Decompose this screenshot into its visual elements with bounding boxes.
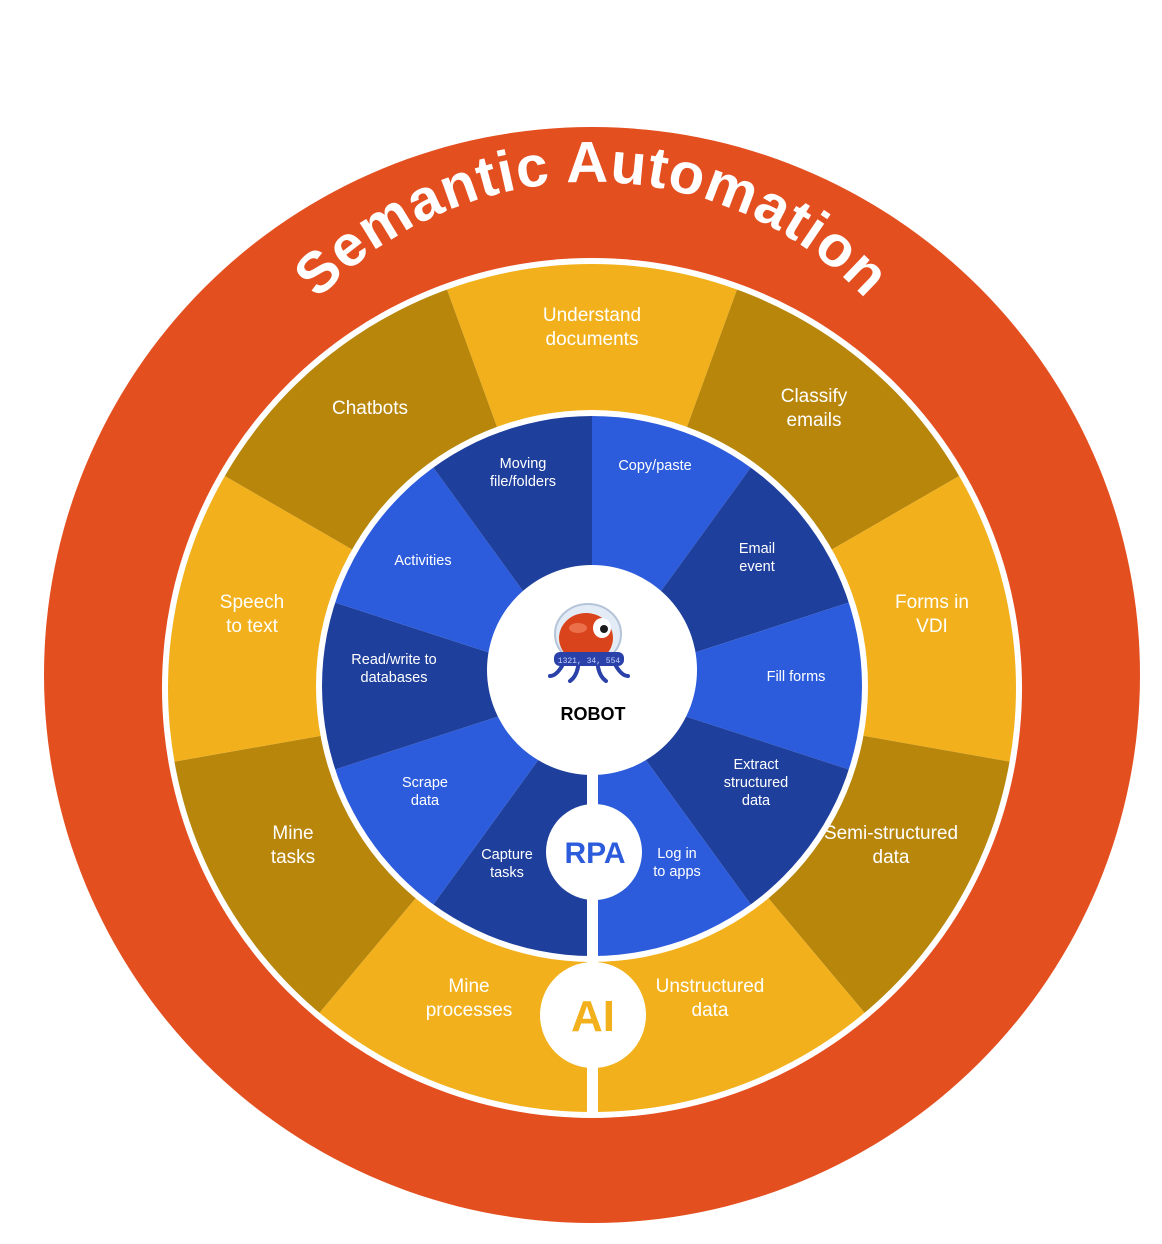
rpa-segment (592, 596, 862, 776)
robot-circle (487, 565, 697, 775)
rpa-segment (322, 596, 592, 776)
rpa-label-group: Copy/paste (618, 458, 691, 474)
connector-line (587, 770, 598, 1115)
ai-badge (540, 962, 646, 1068)
rpa-badge-label: RPA (564, 837, 625, 870)
rpa-label-group: Activities (394, 553, 451, 569)
rpa-segment-label: Copy/paste (618, 458, 691, 474)
rpa-segment-label: Activities (394, 553, 451, 569)
rpa-label-group: Fill forms (767, 669, 826, 685)
robot-label: ROBOT (561, 704, 626, 724)
ai-badge-label: AI (571, 992, 615, 1041)
ai-segment-label: Chatbots (332, 398, 408, 419)
robot-icon: 1321, 34, 554 (548, 603, 630, 683)
robot-sign-text: 1321, 34, 554 (558, 657, 621, 666)
rpa-badge (546, 804, 642, 900)
rpa-segment-label: Fill forms (767, 669, 826, 685)
